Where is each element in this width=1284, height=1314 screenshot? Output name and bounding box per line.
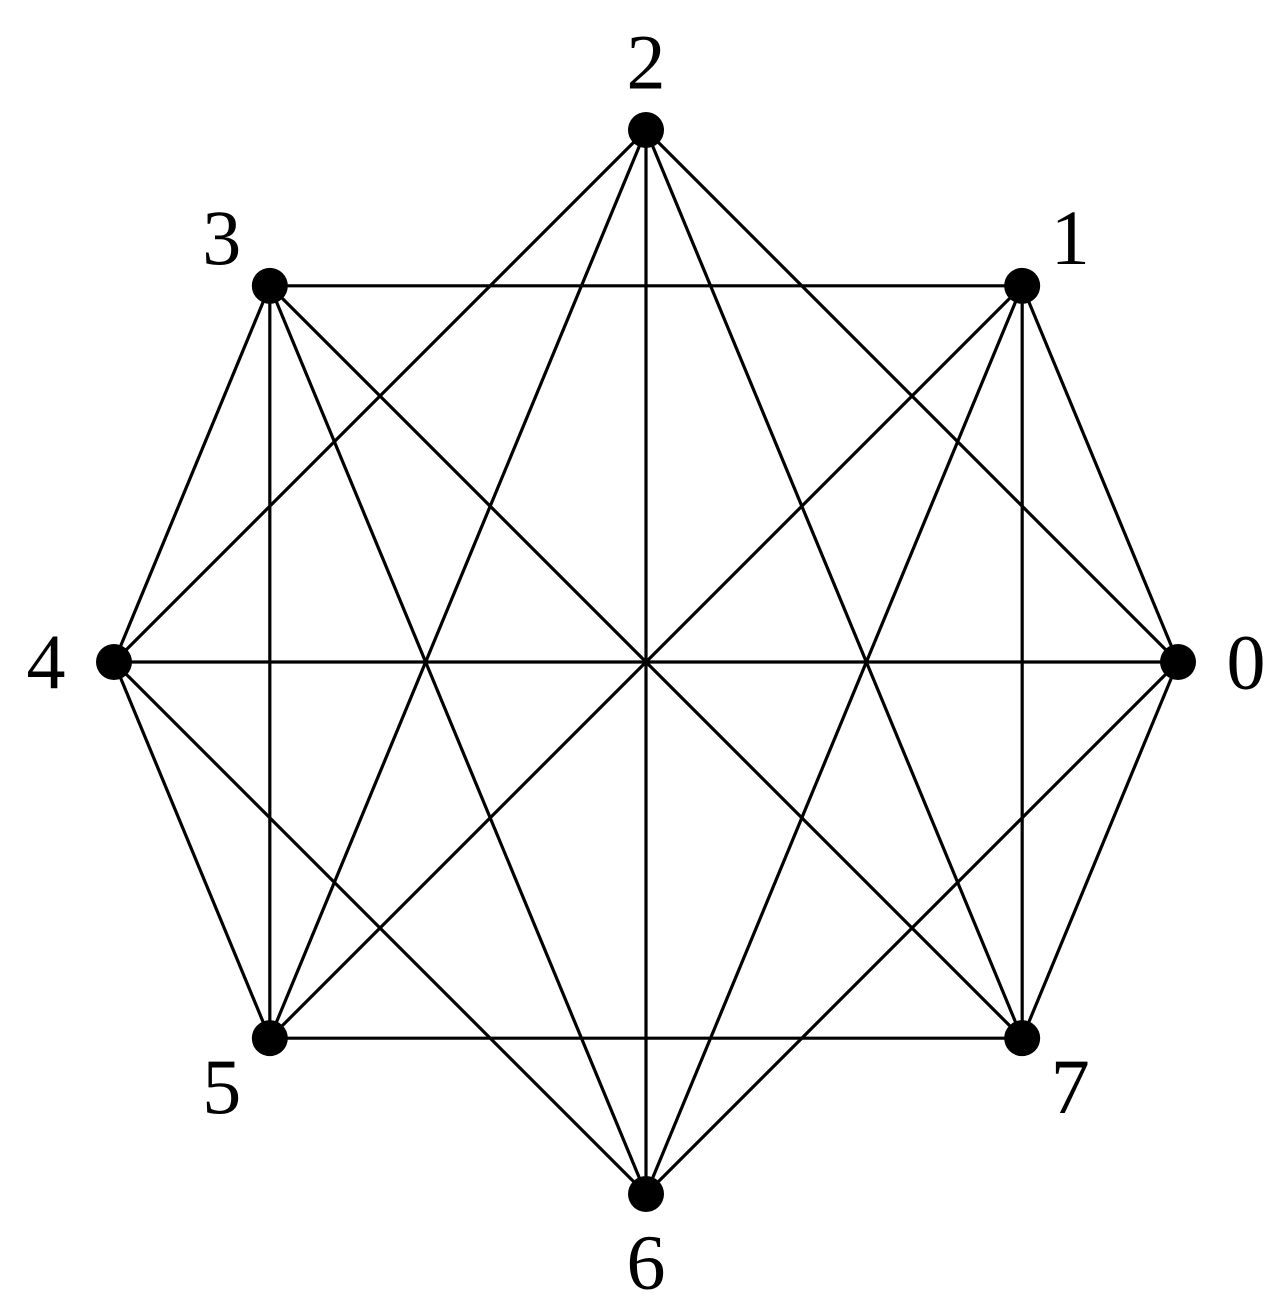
edge-0-1	[1020, 284, 1180, 664]
vertex-label-2: 2	[627, 19, 666, 106]
vertex-6	[628, 1176, 664, 1212]
vertex-1	[1004, 267, 1041, 304]
vertex-7	[1004, 1020, 1041, 1057]
edge-3-4	[112, 284, 272, 664]
vertex-label-0: 0	[1227, 619, 1266, 706]
edge-4-5	[112, 660, 272, 1040]
vertex-5	[251, 1020, 288, 1057]
edge-3-7	[268, 284, 1024, 1040]
vertex-label-3: 3	[202, 194, 241, 281]
vertex-0	[1160, 644, 1196, 680]
edge-2-5	[268, 128, 648, 1040]
vertices-layer	[96, 112, 1196, 1212]
vertex-2	[628, 112, 664, 148]
edge-1-6	[644, 284, 1024, 1196]
vertex-label-6: 6	[627, 1219, 666, 1306]
labels-layer: 0 1 2 3 4 5 6 7	[27, 19, 1266, 1306]
edges-layer	[112, 128, 1180, 1196]
vertex-label-1: 1	[1051, 194, 1090, 281]
vertex-4	[96, 644, 132, 680]
edge-4-6	[112, 660, 648, 1196]
vertex-3	[251, 267, 288, 304]
edge-0-7	[1020, 660, 1180, 1040]
edge-2-7	[644, 128, 1024, 1040]
vertex-label-7: 7	[1051, 1043, 1090, 1130]
vertex-label-5: 5	[202, 1043, 241, 1130]
vertex-label-4: 4	[27, 619, 66, 706]
edge-3-6	[268, 284, 648, 1196]
